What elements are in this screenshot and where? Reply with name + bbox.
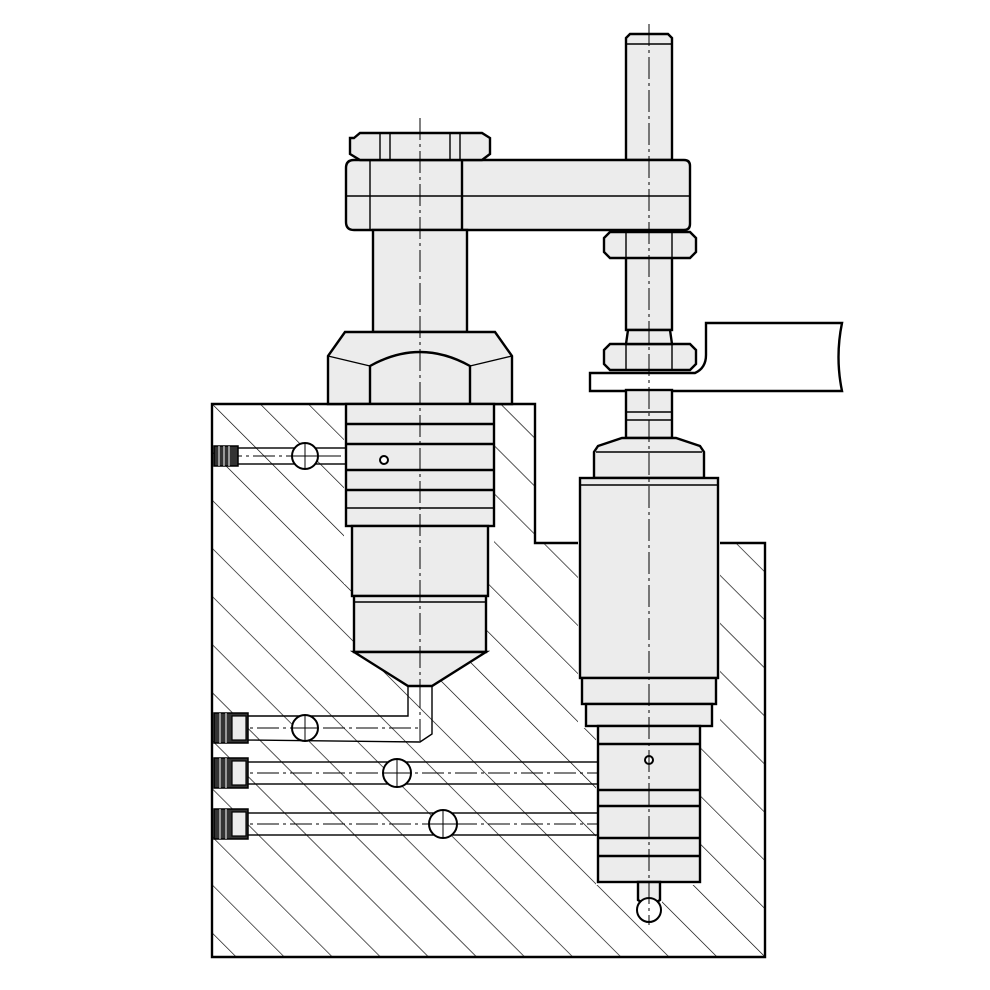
oil-channel-middle [224, 685, 433, 743]
plug-screw-upper [213, 445, 239, 467]
swing-clamp-cylinder [344, 402, 496, 688]
bolt-lock-nut-upper [602, 230, 698, 260]
plug-screw-lower [213, 808, 249, 840]
workpiece [588, 321, 844, 393]
plug-screw-third [213, 757, 249, 789]
plug-screw-middle [213, 712, 249, 744]
center-lines [419, 24, 650, 925]
clamp-arm [344, 158, 692, 232]
swing-clamp-piston-rod [371, 228, 469, 334]
bolt-lock-nut-lower [602, 342, 698, 372]
